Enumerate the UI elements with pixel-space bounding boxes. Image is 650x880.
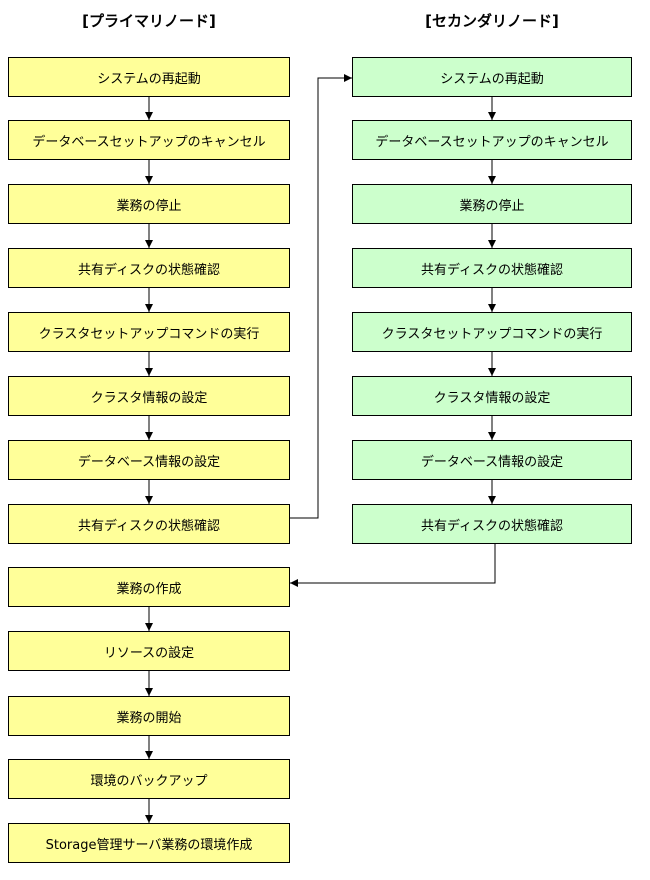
secondary-step-7: データベース情報の設定 bbox=[352, 440, 632, 480]
secondary-step-1: システムの再起動 bbox=[352, 57, 632, 97]
primary-step-7: データベース情報の設定 bbox=[8, 440, 290, 480]
primary-step-10: リソースの設定 bbox=[8, 631, 290, 671]
primary-to-secondary-arrow bbox=[290, 74, 352, 519]
secondary-step-3: 業務の停止 bbox=[352, 184, 632, 224]
primary-step-2: データベースセットアップのキャンセル bbox=[8, 120, 290, 160]
primary-step-12: 環境のバックアップ bbox=[8, 759, 290, 799]
primary-step-13: Storage管理サーバ業務の環境作成 bbox=[8, 823, 290, 863]
secondary-step-5: クラスタセットアップコマンドの実行 bbox=[352, 312, 632, 352]
primary-step-4: 共有ディスクの状態確認 bbox=[8, 248, 290, 288]
primary-step-11: 業務の開始 bbox=[8, 696, 290, 736]
primary-step-1: システムの再起動 bbox=[8, 57, 290, 97]
primary-step-6: クラスタ情報の設定 bbox=[8, 376, 290, 416]
primary-node-header: [プライマリノード] bbox=[82, 12, 216, 30]
primary-step-5: クラスタセットアップコマンドの実行 bbox=[8, 312, 290, 352]
secondary-node-header: [セカンダリノード] bbox=[425, 12, 559, 30]
primary-step-8: 共有ディスクの状態確認 bbox=[8, 504, 290, 544]
primary-step-9: 業務の作成 bbox=[8, 567, 290, 607]
secondary-step-2: データベースセットアップのキャンセル bbox=[352, 120, 632, 160]
secondary-step-8: 共有ディスクの状態確認 bbox=[352, 504, 632, 544]
secondary-step-4: 共有ディスクの状態確認 bbox=[352, 248, 632, 288]
primary-step-3: 業務の停止 bbox=[8, 184, 290, 224]
secondary-step-6: クラスタ情報の設定 bbox=[352, 376, 632, 416]
secondary-to-primary-arrow bbox=[290, 544, 496, 587]
